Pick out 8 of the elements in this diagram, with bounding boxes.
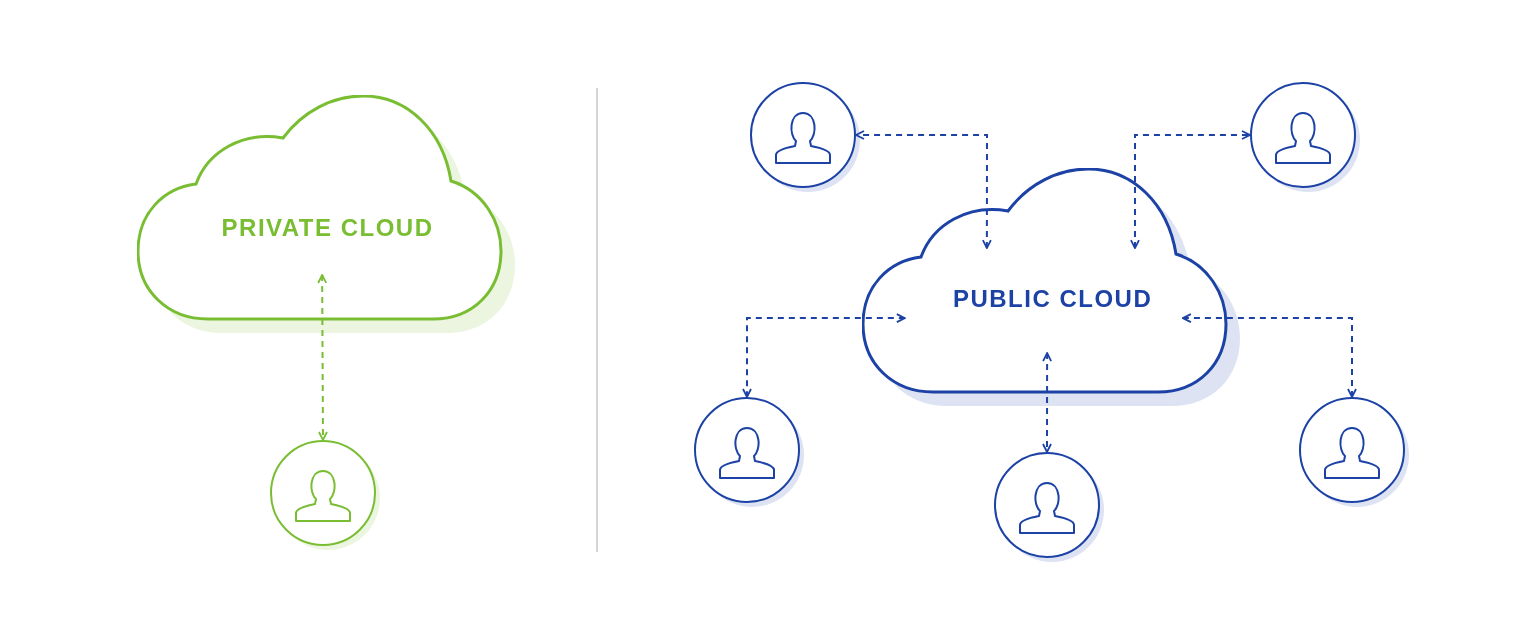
arrow — [1181, 313, 1357, 398]
arrow — [317, 273, 328, 441]
cloud-label: PUBLIC CLOUD — [952, 285, 1153, 314]
cloud-label: PRIVATE CLOUD — [221, 213, 434, 242]
arrow — [1130, 130, 1251, 250]
arrow — [742, 313, 906, 398]
arrow — [855, 130, 992, 250]
arrow — [1042, 352, 1052, 453]
